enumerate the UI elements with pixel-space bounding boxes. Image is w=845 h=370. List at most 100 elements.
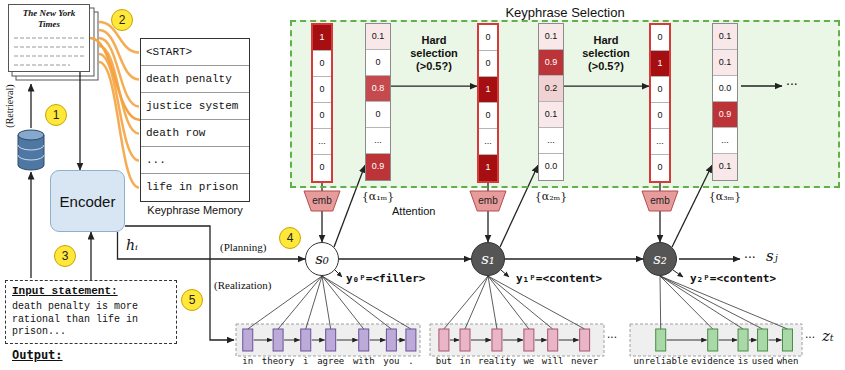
decoder-cell (782, 329, 792, 351)
encoder-box: Encoder (50, 170, 125, 232)
edge-label: (Planning) (220, 241, 266, 254)
state-label: s₂ (653, 252, 667, 267)
fan-line (90, 38, 140, 120)
callout-text: 1 (53, 109, 60, 121)
ellipsis: ... (805, 327, 815, 341)
attention-vector: 0.10.10.00.9...0.1 (712, 23, 738, 181)
output-token: but (436, 356, 452, 367)
keyphrase-entry: death row (141, 120, 249, 147)
state-circle: s₁ (471, 242, 505, 276)
realization-label: (Realization) (214, 279, 271, 292)
vector-cell: 0.8 (366, 76, 390, 102)
document-lines (14, 38, 84, 65)
attention-line (322, 276, 331, 329)
keyphrase-entry: justice system (141, 93, 249, 120)
plan-output: y₁ᵖ=<content> (516, 272, 602, 285)
attention-line (465, 276, 488, 329)
callout-text: 4 (287, 232, 294, 244)
vector-cell: 0 (479, 25, 497, 51)
vector-cell: 0 (651, 25, 669, 51)
decoder-arrow (503, 340, 523, 341)
decoder-cell (656, 329, 666, 351)
attention-weights: {α₃ₘ} (709, 190, 742, 203)
document-line (14, 56, 84, 57)
attention-line (278, 276, 322, 329)
retrieval-fan (99, 22, 139, 188)
vector-cell: 0.1 (539, 24, 563, 50)
embedding-block: emb (642, 191, 678, 211)
retrieval-arrow (30, 84, 31, 128)
decoder-cell (758, 329, 768, 351)
output-token: theory (262, 356, 295, 367)
vector-cell: 0.1 (366, 24, 390, 50)
newspaper-title: The New York Times (11, 8, 87, 30)
output-leader (673, 270, 683, 277)
vector-cell: 0.9 (539, 50, 563, 76)
document-line (14, 38, 84, 39)
state-circle: s₀ (305, 242, 339, 276)
input-text: death penalty is more rational than life… (12, 301, 170, 339)
callout-text: 3 (62, 250, 69, 262)
state-arrow (679, 258, 740, 259)
embedding-label: emb (470, 191, 506, 211)
decoder-arrow (450, 340, 459, 341)
hidden-state-label: hᵢ (126, 237, 138, 254)
database-stripe (18, 145, 44, 160)
vector-cell: 0 (366, 102, 390, 128)
token-group (430, 324, 604, 356)
decoder-cell (243, 329, 253, 351)
output-token: with (353, 356, 375, 367)
keyphrase-entry: death penalty (141, 66, 249, 93)
attention-weights: {α₁ₘ} (362, 190, 395, 203)
embedding-trapezoid (304, 191, 340, 211)
vector-cell: 0.1 (713, 24, 737, 50)
document-line (14, 65, 70, 66)
keyphrase-entry: life in prison (141, 174, 249, 201)
output-token: agree (317, 356, 344, 367)
document-icon: The New York Times (8, 4, 90, 72)
output-token: we (523, 356, 534, 367)
attention-line (660, 276, 662, 329)
token-group (236, 324, 420, 356)
decoder-cell (273, 329, 283, 351)
vector-cell: ... (713, 128, 737, 154)
embedding-label: emb (642, 191, 678, 211)
selection-arrow (741, 85, 782, 86)
encoder-label: Encoder (60, 193, 116, 210)
decoder-cell (460, 329, 470, 351)
edge-label: Hard selection (>0.5?) (403, 34, 465, 73)
decoder-cell (708, 329, 718, 351)
vector-cell: 0 (651, 155, 669, 181)
output-state-label: zₜ (822, 327, 834, 345)
selection-arrow (391, 86, 477, 87)
output-token: unreliable (634, 356, 688, 367)
fan-strand (99, 62, 139, 188)
decoder-arrow (535, 340, 547, 341)
output-leader (335, 270, 342, 277)
attention-weights: {α₂ₘ} (535, 190, 568, 203)
output-token: i (303, 356, 308, 367)
embedding-block: emb (470, 191, 506, 211)
attention-vector: 0.100.80...0.9 (365, 23, 391, 181)
query-arrow (30, 172, 31, 278)
token-row: butinrealitywewillnever (432, 356, 602, 367)
plan-output: y₂ᵖ=<content> (690, 272, 776, 285)
output-leader (501, 270, 509, 277)
selection-arrow (564, 86, 649, 87)
attention-arrow (672, 165, 712, 247)
decoder-cell (326, 329, 336, 351)
vector-cell: ... (313, 129, 331, 155)
state-arrow (339, 258, 471, 259)
decoder-cell (386, 329, 396, 351)
attention-arrow (500, 165, 538, 247)
selection-vector: 0100...0 (649, 23, 671, 183)
input-box: Input statement: death penalty is more ra… (5, 280, 177, 344)
edge-label: Hard selection (>0.5?) (575, 34, 637, 73)
memory-box: <START>death penaltyjustice systemdeath … (140, 38, 250, 202)
output-heading: Output: (12, 348, 63, 362)
ellipsis: ... (786, 72, 798, 89)
flow-arrow (659, 211, 660, 242)
input-heading: Input statement: (12, 285, 170, 298)
vector-cell: 0.0 (713, 76, 737, 102)
decoder-arrow (254, 340, 272, 341)
